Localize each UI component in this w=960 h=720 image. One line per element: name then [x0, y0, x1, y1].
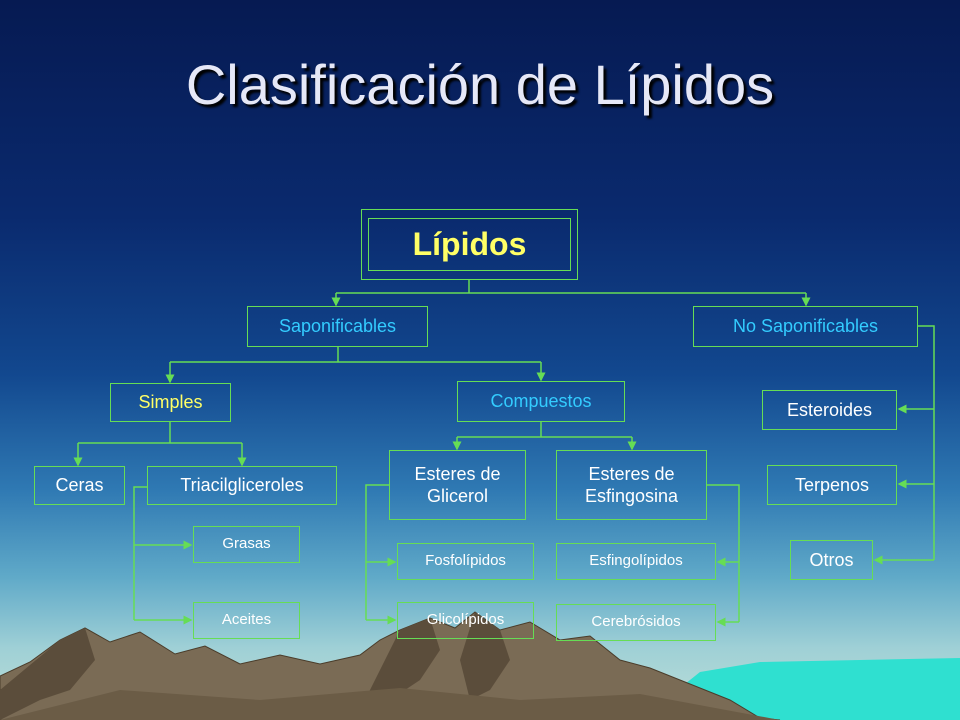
slide-title: Clasificación de Lípidos [185, 53, 775, 116]
mountain-foreground [0, 688, 780, 720]
node-esteroides: Esteroides [762, 390, 897, 430]
node-glicolipidos: Glicolípidos [397, 602, 534, 639]
node-esteres-glicerol: Esteres de Glicerol [389, 450, 526, 520]
root-node-frame [361, 209, 578, 280]
node-triacilgliceroles: Triacilgliceroles [147, 466, 337, 505]
node-saponificables: Saponificables [247, 306, 428, 347]
node-fosfolipidos: Fosfolípidos [397, 543, 534, 580]
node-terpenos: Terpenos [767, 465, 897, 505]
mountain-shadow-2 [360, 618, 440, 710]
node-compuestos: Compuestos [457, 381, 625, 422]
node-cerebrosidos: Cerebrósidos [556, 604, 716, 641]
node-ceras: Ceras [34, 466, 125, 505]
node-grasas: Grasas [193, 526, 300, 563]
node-aceites: Aceites [193, 602, 300, 639]
mountain-shadow [0, 628, 95, 720]
connector-triacil-branch [133, 486, 147, 620]
connector-nosap-branch [918, 325, 935, 560]
node-no-saponificables: No Saponificables [693, 306, 918, 347]
connector-esfingosina-branch [707, 484, 740, 622]
mountain-shadow-3 [460, 612, 510, 700]
node-esfingolipidos: Esfingolípidos [556, 543, 716, 580]
node-esteres-esfingosina: Esteres de Esfingosina [556, 450, 707, 520]
root-node-lipidos: Lípidos [368, 218, 571, 271]
connector-glicerol-branch [365, 484, 389, 620]
node-otros: Otros [790, 540, 873, 580]
node-simples: Simples [110, 383, 231, 422]
